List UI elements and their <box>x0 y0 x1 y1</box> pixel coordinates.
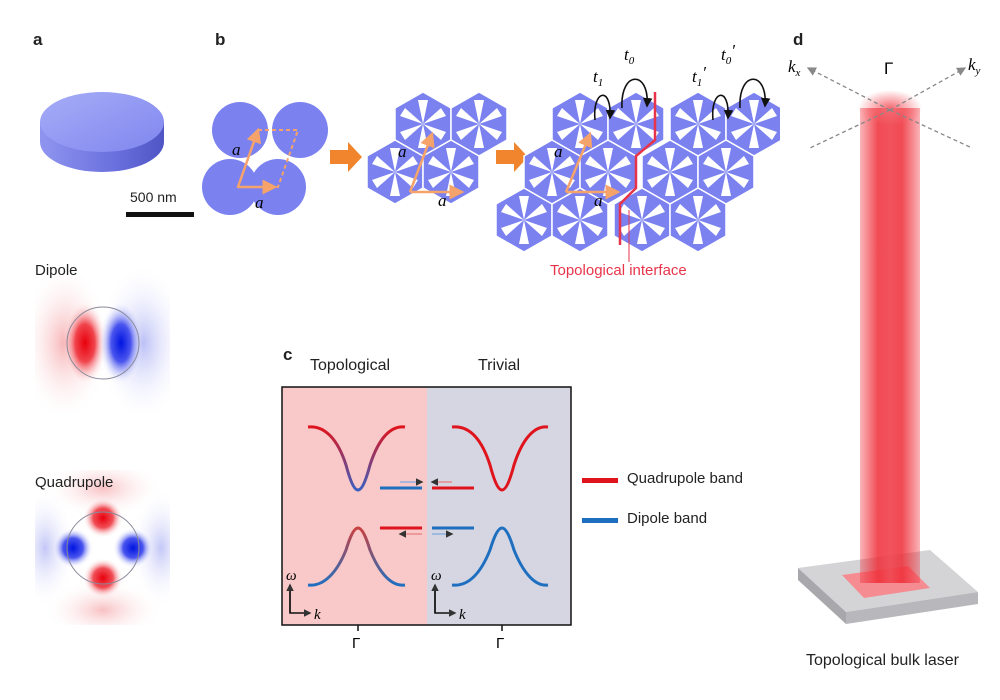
topological-interface-lattice <box>495 91 780 253</box>
quadrupole-title: Quadrupole <box>35 474 114 491</box>
interface-label: Topological interface <box>550 262 687 279</box>
scale-bar-label: 500 nm <box>130 189 177 205</box>
nanodisk <box>40 92 164 172</box>
bulk-laser-diagram: kx ky Γ <box>788 55 981 624</box>
hexagonal-cell-lattice <box>366 91 508 205</box>
hop-t0-prime-label: t0′ <box>721 41 735 67</box>
laser-beam <box>860 108 920 583</box>
lattice-const-a2: a <box>255 193 264 212</box>
hop-t1-prime-label: t1′ <box>692 63 706 89</box>
omega-label-right: ω <box>431 568 442 584</box>
ky-axis <box>889 67 967 111</box>
panel-c-label: c <box>283 345 293 364</box>
hop-t0-label: t0 <box>624 45 635 67</box>
disk-lattice <box>202 102 328 215</box>
topo-upper-band <box>307 425 406 492</box>
k-label-right: k <box>459 607 466 623</box>
axes-icon-right <box>431 583 457 617</box>
lattice-const-a5: a <box>554 142 563 161</box>
dipole-field-map <box>35 258 170 413</box>
trivial-title: Trivial <box>478 357 521 374</box>
ky-label: ky <box>968 55 981 77</box>
arrow-step-2 <box>496 142 528 172</box>
band-inversion-arrows <box>380 478 474 538</box>
trivial-region <box>427 387 571 625</box>
gamma-label-right: Γ <box>496 635 504 652</box>
topological-title: Topological <box>310 357 391 374</box>
panel-b-label: b <box>215 30 226 49</box>
legend-quadrupole-swatch <box>582 478 618 483</box>
lattice-const-a4: a <box>438 191 447 210</box>
trivial-lower-band <box>451 526 549 587</box>
hop-t1-label: t1 <box>593 67 603 89</box>
axes-icon-left <box>286 583 312 617</box>
legend-quadrupole-label: Quadrupole band <box>627 470 743 487</box>
lattice-const-a1: a <box>232 140 241 159</box>
hopping-arrows <box>593 78 771 121</box>
omega-label-left: ω <box>286 568 297 584</box>
scale-bar <box>126 212 194 217</box>
dipole-title: Dipole <box>35 262 78 279</box>
arrow-step-1 <box>330 142 362 172</box>
panel-a-label: a <box>33 30 43 49</box>
gamma-point-label: Γ <box>884 59 893 78</box>
panel-d-label: d <box>793 30 804 49</box>
lattice-const-a3: a <box>398 142 407 161</box>
lattice-evolution-diagram: a a a a a a t1 t0 <box>202 41 780 262</box>
band-structure-diagram: ω k ω k Γ Γ <box>281 386 572 652</box>
topo-lower-band <box>307 526 406 587</box>
gamma-label-left: Γ <box>352 635 360 652</box>
laser-caption: Topological bulk laser <box>806 652 959 669</box>
legend-dipole-swatch <box>582 518 618 523</box>
kx-label: kx <box>788 57 801 79</box>
topological-region <box>282 387 427 625</box>
kx-axis <box>806 67 891 111</box>
k-label-left: k <box>314 607 321 623</box>
trivial-upper-band <box>451 425 549 492</box>
lattice-const-a6: a <box>594 191 603 210</box>
legend-dipole-label: Dipole band <box>627 510 708 527</box>
quadrupole-field-map <box>35 470 170 625</box>
